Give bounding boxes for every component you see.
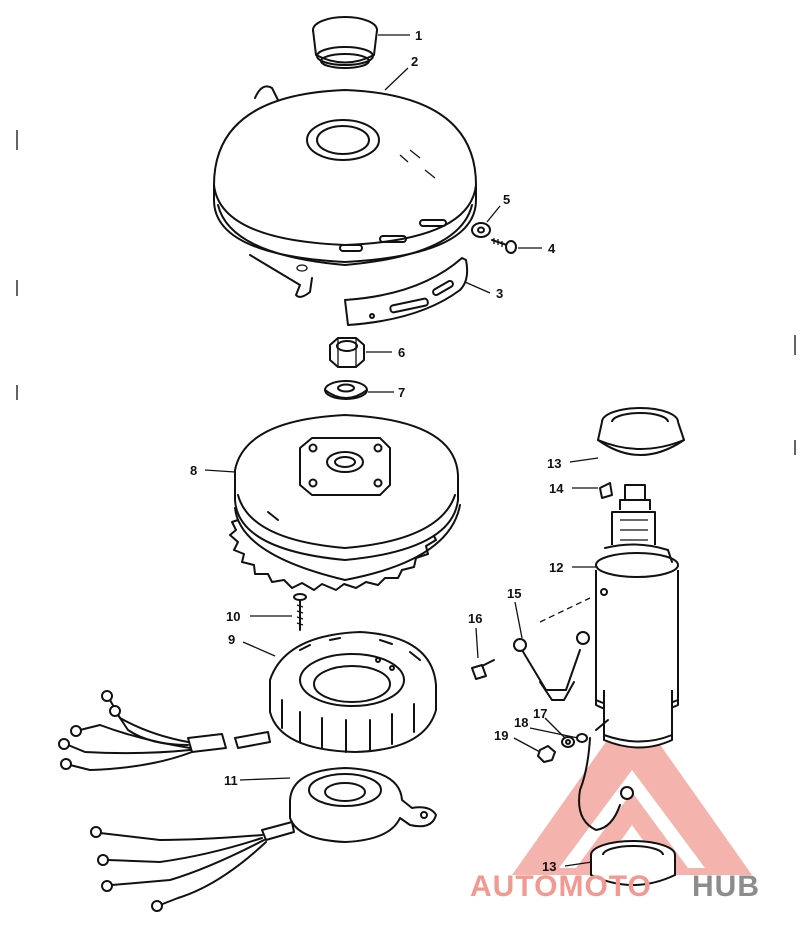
callout-labels: 1 2 3 4 5 6 7 8 9 10 11 12 13 13 14 15 1… (190, 28, 564, 874)
part-9-stator (269, 631, 437, 753)
callout-3: 3 (496, 286, 503, 301)
callout-6: 6 (398, 345, 405, 360)
callout-19: 19 (494, 728, 508, 743)
watermark: AUTOMOTO HUB (470, 870, 760, 903)
part-18-lockwasher (576, 733, 588, 743)
watermark-text-secondary: HUB (692, 870, 760, 903)
callout-13-top: 13 (547, 456, 561, 471)
callout-5: 5 (503, 192, 510, 207)
callout-11: 11 (224, 773, 238, 788)
part-4-screw (491, 238, 517, 254)
callout-13-bottom: 13 (542, 859, 556, 874)
callout-7: 7 (398, 385, 405, 400)
part-9-wire-harness (58, 690, 271, 771)
callout-17: 17 (533, 706, 547, 721)
part-5-washer (471, 222, 491, 238)
callout-2: 2 (411, 54, 418, 69)
part-1-cap (312, 16, 378, 69)
part-13-bushing-top (597, 407, 685, 456)
ground-lead (578, 719, 634, 831)
part-6-nut (329, 337, 365, 368)
part-16-bolt (471, 659, 495, 680)
part-11-trigger (261, 767, 437, 843)
callout-18: 18 (514, 715, 528, 730)
callout-4: 4 (548, 241, 556, 256)
callout-15: 15 (507, 586, 521, 601)
callout-10: 10 (226, 609, 240, 624)
callout-12: 12 (549, 560, 563, 575)
part-10-screw (293, 593, 307, 631)
part-15-cable (513, 597, 591, 701)
part-17-washer (561, 736, 575, 748)
part-8-flywheel (229, 414, 461, 591)
watermark-text-primary: AUTOMOTO (470, 870, 652, 903)
callout-1: 1 (415, 28, 422, 43)
callout-14: 14 (549, 481, 564, 496)
scan-marks (16, 130, 796, 455)
callout-16: 16 (468, 611, 482, 626)
part-14-clip (599, 482, 613, 499)
part-12-starter-motor (595, 484, 679, 749)
part-3-bracket (344, 257, 469, 326)
part-7-washer (324, 380, 368, 400)
part-19-nut (537, 745, 556, 763)
leader-lines (204, 34, 599, 867)
part-2-flywheel-cover (213, 85, 477, 298)
callout-8: 8 (190, 463, 197, 478)
part-13-bushing-bottom (590, 840, 676, 886)
callout-9: 9 (228, 632, 235, 647)
part-11-wire-harness (90, 826, 267, 912)
